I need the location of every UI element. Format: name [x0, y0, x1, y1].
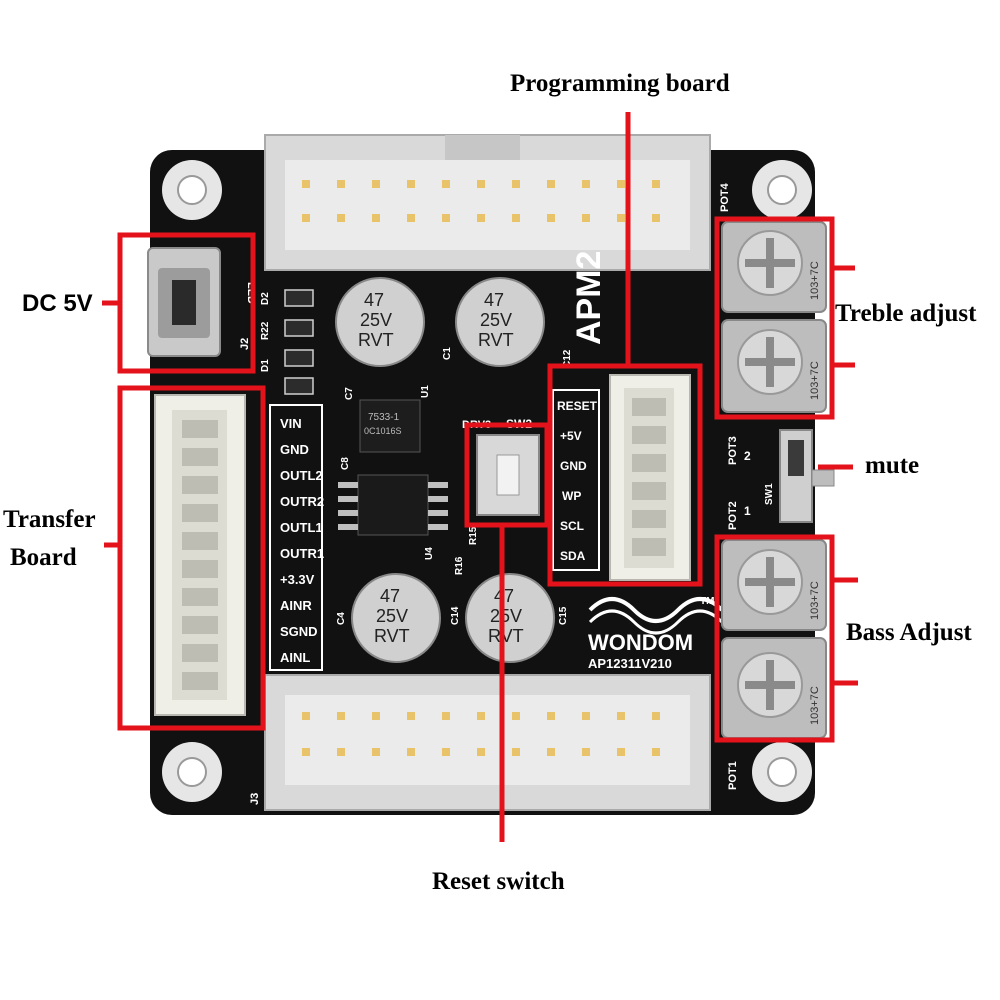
pin-label: SCL [560, 519, 584, 533]
trademark: TM [700, 596, 714, 607]
svg-text:D1: D1 [260, 359, 271, 372]
svg-text:103+7C: 103+7C [809, 261, 821, 300]
pin-label: +3.3V [280, 572, 315, 587]
mounting-hole-tl [162, 160, 222, 220]
left-pin-labels: VIN GND OUTL2 OUTR2 OUTL1 OUTR1 +3.3V AI… [269, 404, 324, 671]
pin-label: WP [562, 489, 581, 503]
svg-text:C12: C12 [562, 349, 573, 368]
wondom-wave [588, 597, 724, 635]
svg-text:C1: C1 [442, 347, 453, 360]
pin-label: OUTL2 [280, 468, 323, 483]
svg-text:R16: R16 [454, 556, 465, 575]
potentiometer-pot4: 103+7C [721, 221, 827, 313]
svg-text:R15: R15 [468, 526, 479, 545]
svg-text:C8: C8 [340, 457, 351, 470]
callout-programming-board [547, 112, 703, 587]
mounting-hole-bl [162, 742, 222, 802]
dc-5v-label: DC 5V [22, 290, 93, 317]
svg-text:RVT: RVT [488, 626, 524, 646]
voltage-regulator: 7533-1 0C1016S [359, 399, 421, 453]
capacitor-bottom-right: 47 25V RVT [465, 573, 555, 663]
svg-text:7533-1: 7533-1 [368, 412, 400, 423]
callout-reset-switch [464, 422, 550, 842]
amplifier-chip [338, 474, 448, 536]
svg-text:RVT: RVT [358, 330, 394, 350]
pin-label: RESET [557, 399, 598, 413]
svg-text:C4: C4 [336, 612, 347, 625]
capacitor-top-left: 47 25V RVT [335, 277, 425, 367]
capacitor-bottom-left: 47 25V RVT [351, 573, 441, 663]
svg-text:25V: 25V [490, 606, 522, 626]
micro-usb-port [147, 247, 221, 357]
reset-switch-label: Reset switch [432, 868, 565, 895]
programming-connector [609, 374, 691, 581]
svg-text:POT2: POT2 [727, 501, 739, 530]
svg-text:103+7C: 103+7C [809, 581, 821, 620]
potentiometer-pot3: 103+7C [721, 319, 827, 413]
potentiometer-pot2: 103+7C [721, 539, 827, 631]
svg-text:SW1: SW1 [764, 483, 775, 505]
callout-treble [714, 216, 855, 420]
pin-label: +5V [560, 429, 582, 443]
mute-label: mute [865, 452, 920, 479]
pin-label: AINR [280, 598, 312, 613]
pin-label: OUTR2 [280, 494, 324, 509]
callout-transfer-board [104, 385, 266, 731]
svg-text:2: 2 [744, 449, 751, 463]
pin-label: VIN [280, 416, 302, 431]
svg-text:103+7C: 103+7C [809, 686, 821, 725]
svg-text:J2: J2 [239, 338, 251, 350]
bass-adjust-label: Bass Adjust [846, 619, 972, 646]
pin-label: OUTL1 [280, 520, 323, 535]
pin-label: AINL [280, 650, 310, 665]
pin-label: OUTR1 [280, 546, 324, 561]
svg-text:POT1: POT1 [727, 761, 739, 790]
svg-text:RVT: RVT [478, 330, 514, 350]
top-header-connector [264, 134, 711, 271]
svg-text:U4: U4 [424, 547, 435, 560]
svg-text:C15: C15 [558, 606, 569, 625]
brand-name: WONDOM [588, 630, 693, 655]
svg-text:R22: R22 [260, 321, 271, 340]
svg-text:1: 1 [744, 504, 751, 518]
left-jst-connector [154, 394, 246, 716]
svg-text:47: 47 [380, 586, 400, 606]
svg-text:0C1016S: 0C1016S [364, 426, 402, 436]
svg-text:RVT: RVT [374, 626, 410, 646]
svg-text:POT4: POT4 [719, 182, 731, 212]
svg-text:POT3: POT3 [727, 436, 739, 465]
right-pin-labels: RESET +5V GND WP SCL SDA [552, 389, 600, 571]
svg-text:D2: D2 [260, 292, 271, 305]
bottom-header-connector [264, 674, 711, 811]
pin-label: SDA [560, 549, 586, 563]
reset-switch [476, 434, 540, 516]
board-logo: APM2 [570, 251, 608, 345]
model-number: AP12311V210 [588, 656, 672, 671]
pin-label: GND [560, 459, 587, 473]
svg-text:47: 47 [364, 290, 384, 310]
svg-text:47: 47 [484, 290, 504, 310]
svg-text:J3: J3 [249, 793, 261, 805]
mute-switch [779, 429, 835, 523]
treble-adjust-label: Treble adjust [835, 300, 977, 327]
potentiometer-pot1: 103+7C [721, 637, 827, 739]
mounting-hole-br [752, 742, 812, 802]
pin-label: SGND [280, 624, 318, 639]
svg-text:25V: 25V [360, 310, 392, 330]
svg-text:C14: C14 [450, 606, 461, 625]
svg-text:103+7C: 103+7C [809, 361, 821, 400]
mounting-hole-tr [752, 160, 812, 220]
svg-text:U1: U1 [420, 385, 431, 398]
svg-text:25V: 25V [480, 310, 512, 330]
transfer-board-label-line2: Board [10, 544, 77, 571]
svg-text:25V: 25V [376, 606, 408, 626]
callout-dc5v [102, 232, 256, 374]
svg-text:C7: C7 [344, 387, 355, 400]
pin-label: GND [280, 442, 309, 457]
capacitor-top-right: 47 25V RVT [455, 277, 545, 367]
callout-bass [714, 534, 858, 743]
programming-board-label: Programming board [510, 70, 730, 97]
transfer-board-label-line1: Transfer [3, 506, 96, 533]
